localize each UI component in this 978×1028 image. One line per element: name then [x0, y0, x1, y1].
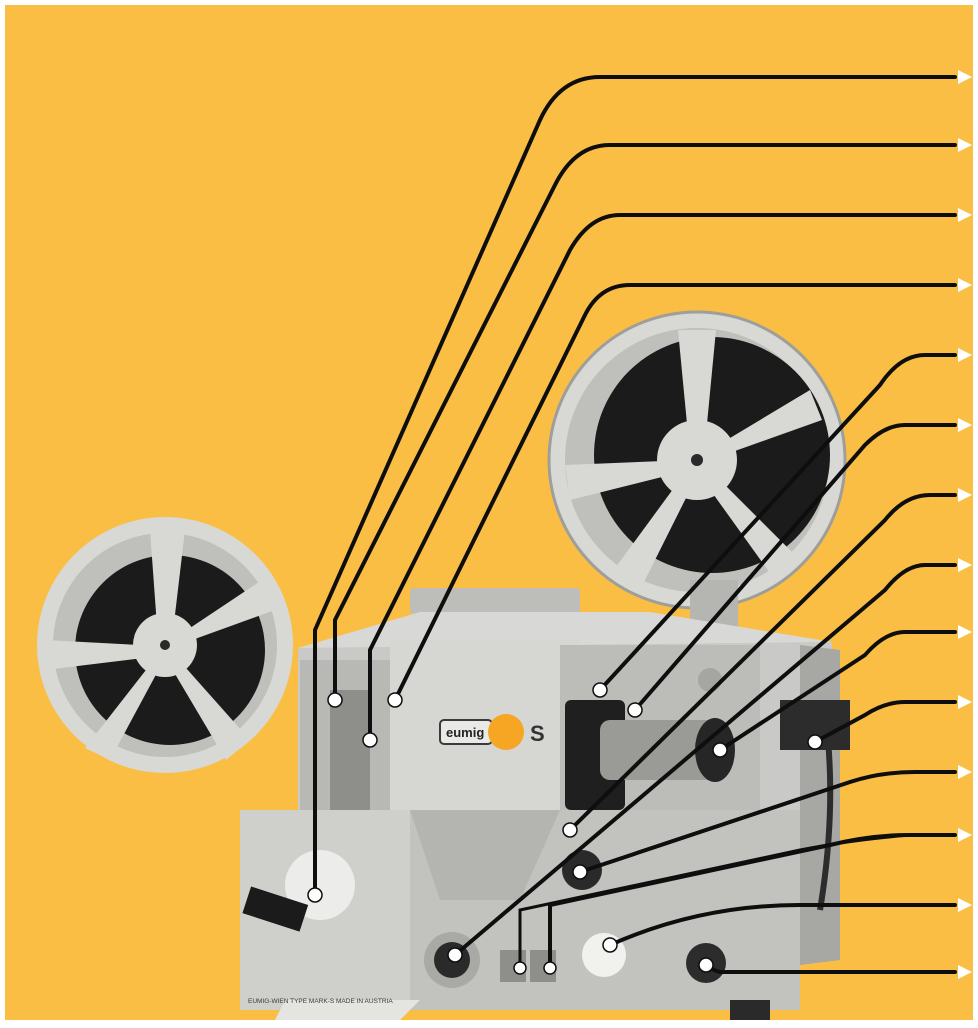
white-dot-icon	[544, 962, 556, 974]
white-dot-icon	[808, 735, 822, 749]
white-dot-icon	[603, 938, 617, 952]
right-film-reel	[549, 312, 845, 608]
white-dot-icon	[448, 948, 462, 962]
white-dot-icon	[573, 865, 587, 879]
white-dot-icon	[628, 703, 642, 717]
white-dot-icon	[363, 733, 377, 747]
white-dot-icon	[699, 958, 713, 972]
white-dot-icon	[563, 823, 577, 837]
base-plate-text: EUMIG-WIEN TYPE MARK-S MADE IN AUSTRIA	[248, 998, 393, 1005]
white-dot-icon	[328, 693, 342, 707]
left-film-reel	[37, 517, 293, 773]
white-dot-icon	[713, 743, 727, 757]
brand-model-letter: S	[530, 721, 545, 746]
white-dot-icon	[308, 888, 322, 902]
white-dot-icon	[593, 683, 607, 697]
white-dot-icon	[388, 693, 402, 707]
white-dot-icon	[514, 962, 526, 974]
brand-logo-text: eumig	[446, 725, 484, 740]
